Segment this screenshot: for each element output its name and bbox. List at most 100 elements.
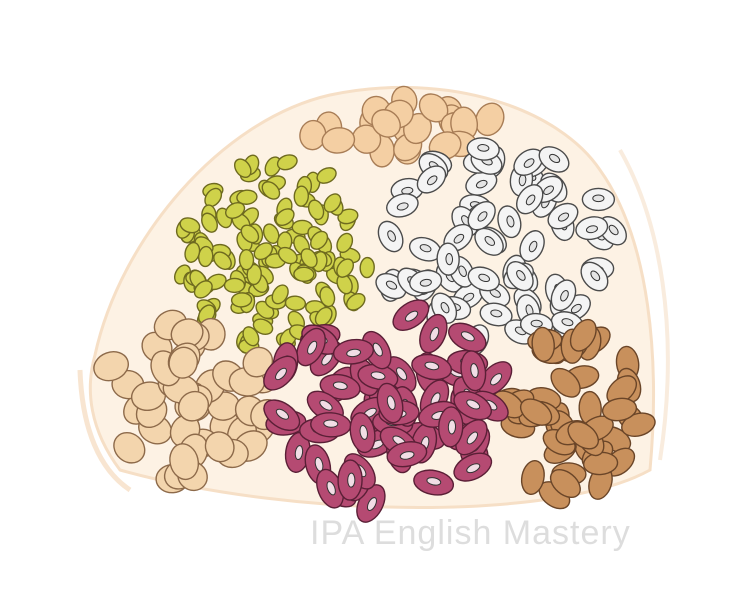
mung-bean <box>261 181 281 200</box>
mung-bean <box>252 318 274 335</box>
chickpea <box>321 127 356 154</box>
black-eyed-peas-group <box>375 137 627 357</box>
kidney-bean <box>263 355 298 391</box>
chickpea <box>93 351 129 382</box>
watermark: IPA English Mastery <box>310 514 631 552</box>
black-eyed-pea <box>409 269 443 294</box>
chickpea <box>474 102 505 137</box>
kidney-bean <box>460 350 487 392</box>
black-eyed-pea <box>466 137 500 161</box>
kidney-bean <box>332 338 375 365</box>
mung-bean <box>300 248 318 269</box>
mung-bean <box>336 258 355 278</box>
black-eyed-pea <box>377 220 404 253</box>
mung-bean <box>213 251 232 270</box>
kidney-bean <box>413 469 455 496</box>
black-eyed-pea <box>465 170 498 196</box>
black-eyed-pea <box>416 165 447 194</box>
kidney-bean <box>319 373 361 400</box>
kidney-bean <box>316 468 345 509</box>
black-eyed-pea <box>538 146 570 173</box>
kidney-bean <box>448 322 487 353</box>
black-eyed-pea <box>575 216 609 241</box>
mung-bean <box>310 230 329 250</box>
chickpea <box>113 432 146 464</box>
mung-bean <box>316 167 337 184</box>
mung-bean <box>184 241 201 263</box>
black-eyed-pea <box>550 279 577 312</box>
pinto-bean <box>550 367 581 398</box>
mung-bean <box>240 224 260 244</box>
kidney-bean <box>392 299 430 331</box>
chickpea <box>371 109 401 138</box>
black-eyed-pea <box>497 205 522 239</box>
red-kidney-beans-group <box>263 299 513 523</box>
kidney-bean <box>419 313 448 354</box>
mung-bean <box>337 208 359 225</box>
kidney-bean <box>411 353 453 381</box>
mung-bean <box>236 189 258 205</box>
mung-bean <box>233 158 252 179</box>
mung-bean <box>262 223 280 244</box>
kidney-bean <box>386 441 428 468</box>
black-eyed-pea <box>519 230 545 262</box>
mung-bean <box>264 156 282 177</box>
background-stroke <box>77 369 132 493</box>
mung-bean <box>277 246 298 265</box>
mung-bean <box>201 212 218 233</box>
mung-bean <box>271 284 289 305</box>
black-eyed-pea <box>386 193 419 218</box>
pinto-bean <box>519 398 553 426</box>
kidney-bean <box>296 327 326 367</box>
mung-bean <box>223 277 246 294</box>
mung-bean <box>307 199 325 221</box>
mung-bean <box>336 232 354 254</box>
mung-bean <box>319 286 336 308</box>
pinto-bean <box>601 397 638 422</box>
mung-bean <box>314 306 333 327</box>
background-stroke-right <box>618 149 670 461</box>
mung-bean <box>275 208 295 227</box>
kidney-bean <box>337 459 363 501</box>
mung-bean <box>323 193 342 213</box>
mung-bean <box>276 154 298 171</box>
kidney-bean <box>310 412 352 438</box>
pinto-bean <box>569 318 597 352</box>
kidney-bean <box>438 406 464 448</box>
black-eyed-pea <box>436 242 460 276</box>
chickpeas-top-group <box>299 85 505 168</box>
pinto-bean <box>520 459 545 496</box>
kidney-bean <box>263 399 301 432</box>
black-eyed-pea <box>479 302 513 327</box>
black-eyed-pea <box>467 266 500 292</box>
pinto-bean <box>567 421 600 450</box>
mung-bean <box>238 249 255 271</box>
mung-bean <box>293 266 315 283</box>
mung-bean <box>193 280 213 299</box>
chickpea <box>169 443 200 481</box>
kidney-bean <box>453 390 492 421</box>
black-eyed-pea <box>547 202 579 230</box>
pinto-bean <box>621 412 656 437</box>
pinto-bean <box>549 469 581 498</box>
kidney-bean <box>376 382 404 424</box>
black-eyed-pea <box>474 227 504 256</box>
black-eyed-pea <box>515 184 544 215</box>
mung-bean <box>225 201 246 220</box>
black-eyed-pea <box>580 261 609 292</box>
pinto-beans-group <box>490 318 656 510</box>
mung-bean <box>346 292 366 311</box>
kidney-bean <box>349 412 376 454</box>
chickpea <box>204 431 235 463</box>
black-eyed-pea <box>513 148 544 176</box>
mung-bean <box>230 292 253 308</box>
mung-bean <box>293 185 310 207</box>
chickpea <box>168 346 199 379</box>
mung-bean <box>242 326 260 347</box>
mung-bean <box>246 263 262 286</box>
kidney-bean <box>453 452 493 482</box>
kidney-bean <box>455 419 488 456</box>
mung-bean <box>179 217 201 234</box>
pinto-bean <box>531 326 555 363</box>
